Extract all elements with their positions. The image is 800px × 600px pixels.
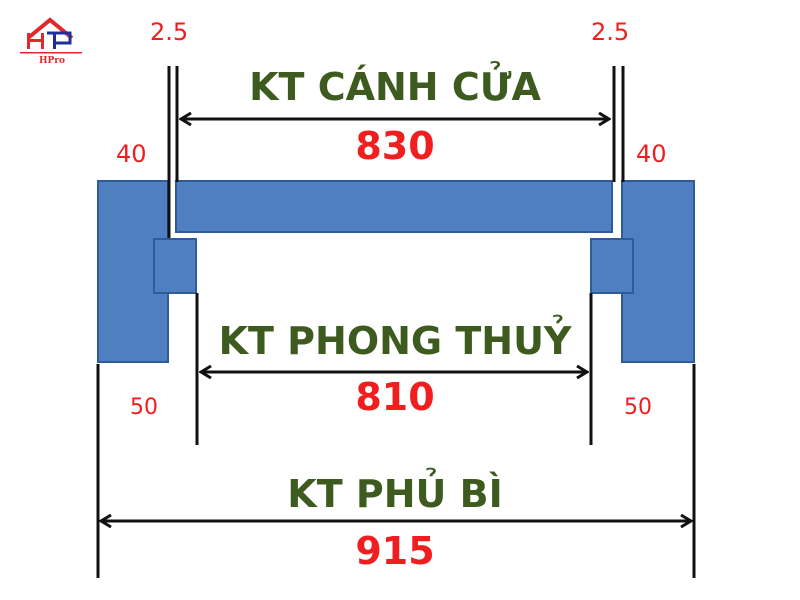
gap-right-label: 2.5 [591, 18, 629, 46]
overall-extension-lines [96, 364, 696, 578]
door-leaf [175, 180, 613, 233]
door-leaf-value: 830 [355, 124, 434, 168]
frame-left-bottom-label: 50 [130, 395, 158, 420]
left-frame [97, 180, 197, 363]
gap-left-label: 2.5 [150, 18, 188, 46]
right-frame [590, 180, 695, 363]
logo-brand-text: HPro [39, 56, 65, 66]
hpro-logo: HPro [20, 17, 82, 66]
right-stop [590, 238, 634, 294]
feng-shui-extension-lines [195, 293, 593, 445]
overall-value: 915 [355, 529, 434, 573]
feng-shui-value: 810 [355, 375, 434, 419]
overall-title: KT PHỦ BÌ [287, 468, 502, 516]
house-roof-icon [26, 17, 74, 40]
feng-shui-title: KT PHONG THUỶ [219, 315, 572, 363]
left-stop [153, 238, 197, 294]
frame-right-bottom-label: 50 [624, 395, 652, 420]
frame-right-top-label: 40 [636, 140, 667, 168]
door-leaf-title: KT CÁNH CỬA [249, 61, 541, 109]
gap-lines [167, 66, 625, 238]
frame-left-top-label: 40 [116, 140, 147, 168]
